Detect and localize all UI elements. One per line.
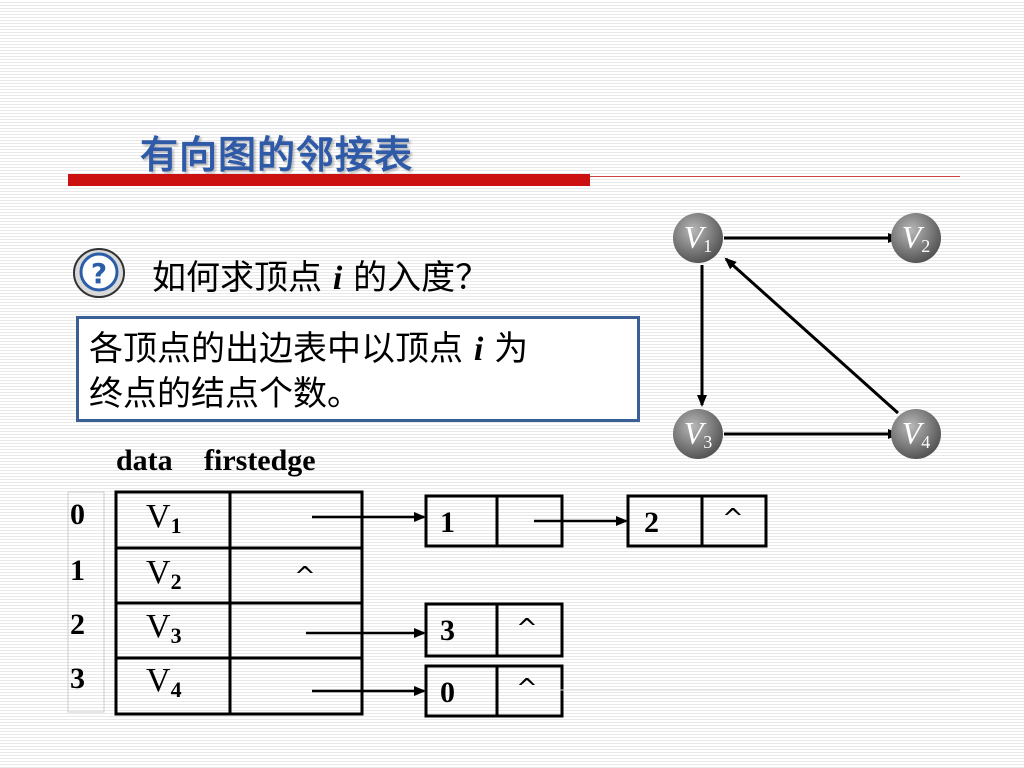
edge-node-value-row3-1: 0 — [440, 676, 455, 709]
directed-graph — [673, 213, 941, 459]
answer-line-1: 各顶点的出边表中以顶点 i 为 — [89, 327, 627, 372]
vertex-cell-v1: V1 — [146, 498, 182, 538]
answer-variable: i — [473, 331, 484, 368]
answer-line-2: 终点的结点个数。 — [89, 374, 361, 414]
vertex-cell-v4: V4 — [146, 662, 182, 702]
slide-title: 有向图的邻接表 — [140, 133, 414, 177]
title-underline-rule — [590, 176, 960, 177]
edge-node-row2-1 — [424, 602, 564, 658]
svg-text:?: ? — [91, 257, 107, 290]
answer-text-after: 为 — [483, 329, 529, 369]
edge-v4-v1 — [724, 257, 900, 415]
title-underline-bar — [68, 174, 590, 186]
header-firstedge: firstedge — [204, 444, 316, 477]
row-index-3: 3 — [70, 662, 85, 695]
edge-node-value-row0-1: 1 — [440, 506, 455, 539]
row-index-0: 0 — [70, 498, 85, 531]
graph-node-v4 — [891, 409, 941, 459]
graph-node-v1 — [673, 213, 723, 263]
question-text: 如何求顶点 i 的入度？ — [152, 250, 489, 299]
question-text-after: 的入度？ — [342, 258, 490, 298]
graph-node-label-v2: V2 — [901, 219, 931, 256]
question-mark-icon: ? — [72, 245, 126, 299]
edge-node-value-row0-2: 2 — [644, 506, 659, 539]
edge-node-row3-1 — [424, 664, 564, 718]
answer-box: 各顶点的出边表中以顶点 i 为 终点的结点个数。 — [76, 316, 640, 422]
row-index-1: 1 — [70, 554, 85, 587]
graph-node-v3 — [673, 409, 723, 459]
vertex-cell-v3: V3 — [146, 608, 182, 648]
index-column — [67, 491, 105, 713]
graph-node-v2 — [891, 213, 941, 263]
edge-node-row0-2 — [626, 494, 768, 548]
question-text-before: 如何求顶点 — [152, 258, 333, 298]
null-marker-row2: ^ — [516, 614, 538, 644]
row-index-2: 2 — [70, 608, 85, 641]
edge-node-value-row2-1: 3 — [440, 614, 455, 647]
null-marker-row0: ^ — [722, 504, 744, 534]
answer-text-before: 各顶点的出边表中以顶点 — [89, 329, 474, 369]
vertex-cell-v2: V2 — [146, 554, 182, 594]
graph-node-label-v4: V4 — [901, 415, 931, 452]
question-variable: i — [332, 260, 343, 297]
vertex-table — [114, 490, 364, 716]
null-marker-row1: ^ — [294, 562, 316, 592]
null-marker-row3: ^ — [516, 674, 538, 704]
graph-node-label-v3: V3 — [683, 415, 713, 452]
graph-node-label-v1: V1 — [683, 219, 713, 256]
header-data: data — [116, 444, 173, 477]
